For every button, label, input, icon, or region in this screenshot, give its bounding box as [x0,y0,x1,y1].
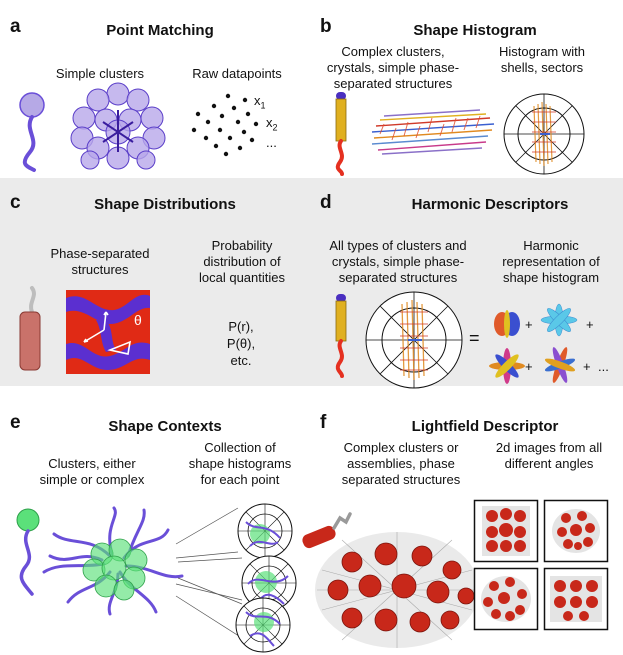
panel-f-assembly-image [315,532,479,648]
panel-c-letter: c [10,192,21,213]
plus-sign-4: + [583,359,591,374]
panel-e-caption-right: Collection of shape histograms for each … [188,440,292,487]
panel-a-datapoints [191,93,259,157]
plus-sign-2: + [586,317,594,332]
label-x2-letter: x [266,115,273,130]
panel-d-title: Harmonic Descriptors [411,196,569,213]
panel-e-connector-lines [175,507,243,639]
panel-a-title: Point Matching [106,22,214,39]
panel-e-histogram-1 [237,503,293,559]
panel-d-letter: d [320,192,332,213]
panel-d-histogram-shells [365,291,463,389]
panel-f-letter: f [320,412,327,433]
panel-b-caption-left: Complex clusters, crystals, simple phase… [326,44,460,91]
panel-f-caption-right: 2d images from all different angles [495,440,603,471]
panel-f-view-3 [473,567,539,631]
panel-f-view-4 [543,567,609,631]
harmonic-shape-3 [489,348,525,384]
panel-c-theta-label: θ [134,312,142,328]
panel-e-letter: e [10,412,21,433]
panel-c-title: Shape Distributions [94,196,236,213]
panel-c-phase-image [66,290,150,374]
harmonic-shape-1 [494,310,520,338]
panel-f-view-2 [543,499,609,563]
panel-f-view-1 [473,499,539,563]
panel-c-caption-left: Phase-separated structures [50,246,150,277]
panel-b-title: Shape Histogram [413,22,537,39]
panel-c-caption-right: Probability distribution of local quanti… [199,238,285,285]
panel-a-caption-right: Raw datapoints [192,66,282,81]
panel-a-molecule-icon [19,92,45,172]
panel-e-histogram-2 [241,555,297,611]
equals-sign: = [469,328,480,348]
panel-f-caption-left: Complex clusters or assemblies, phase se… [341,440,461,487]
harmonic-shape-2 [540,303,578,337]
panel-c-formulas: P(r), P(θ), etc. [226,319,256,368]
panel-d-caption-right: Harmonic representation of shape histogr… [502,238,600,285]
panel-e-caption-left: Clusters, either simple or complex [39,456,145,487]
panel-e-cluster-image [42,506,184,616]
plus-sign-1: + [525,317,533,332]
label-ellipsis-a: ... [266,135,277,150]
label-x1-sub: 1 [260,100,266,111]
panel-b-caption-right: Histogram with shells, sectors [499,44,585,75]
panel-e-molecule-icon [16,508,40,596]
plus-sign-3: + [525,359,533,374]
panel-e-title: Shape Contexts [108,418,222,435]
ellipsis-d: ... [598,359,609,374]
panel-c-molecule-icon [19,286,41,371]
harmonic-shape-4 [544,347,576,383]
label-x1-letter: x [254,93,261,108]
panel-a-letter: a [10,16,21,37]
panel-d-caption-left: All types of clusters and crystals, simp… [329,238,467,285]
label-x2: x2 [266,114,278,137]
panel-b-molecule-icon [335,92,347,176]
label-x2-sub: 2 [272,122,278,133]
panel-b-crystal-image [371,109,495,155]
panel-a-caption-left: Simple clusters [55,66,145,81]
panel-b-letter: b [320,16,332,37]
panel-b-histogram-shells [503,93,585,175]
panel-a-cluster-image [70,82,166,170]
panel-f-title: Lightfield Descriptor [411,418,559,435]
panel-d-molecule-icon [335,294,347,378]
panel-f-molecule-icon [302,512,352,549]
label-x1: x1 [254,92,266,115]
panel-e-histogram-3 [235,597,291,653]
